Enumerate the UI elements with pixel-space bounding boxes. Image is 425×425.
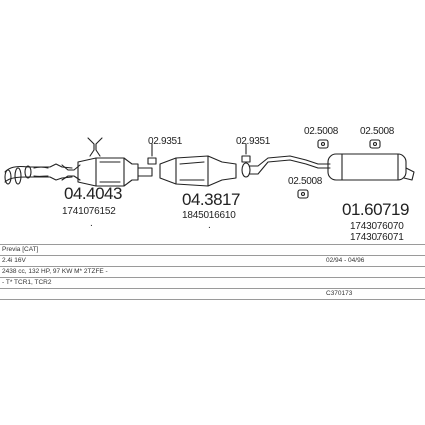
catalyst-2-drawing xyxy=(159,155,237,187)
vehicle-model: Previa [CAT] xyxy=(2,246,39,253)
part-2-oem: 1845016610 xyxy=(182,210,236,221)
part-ref-02-5008-b: 02.5008 xyxy=(360,126,395,137)
part-ref-02-5008-c: 02.5008 xyxy=(288,176,323,187)
part-3-oem-2: 1743076071 xyxy=(350,232,404,243)
table-rule xyxy=(0,277,425,278)
hanger-1-drawing xyxy=(147,143,157,165)
part-1-marker: . xyxy=(90,218,93,229)
part-1-oem: 1741076152 xyxy=(62,206,116,217)
rubber-hanger-b-drawing xyxy=(369,139,381,149)
rubber-hanger-a-drawing xyxy=(317,139,329,149)
part-1-number: 04.4043 xyxy=(64,184,122,203)
part-3-number: 01.60719 xyxy=(342,200,409,219)
part-2-number: 04.3817 xyxy=(182,190,240,209)
table-rule xyxy=(0,255,425,256)
table-rule xyxy=(0,244,425,245)
vehicle-spec: 2438 cc, 132 HP, 97 KW M* 2TZFE - xyxy=(2,268,108,275)
exhaust-system-diagram: 02.9351 02.9351 02.5008 02.5008 02.5008 … xyxy=(0,120,425,243)
part-ref-02-9351-a: 02.9351 xyxy=(148,136,183,147)
part-3-oem-1: 1743076070 xyxy=(350,221,404,232)
bracket-pair-drawing xyxy=(87,137,103,157)
rear-pipe-drawing xyxy=(241,155,331,178)
table-rule xyxy=(0,288,425,289)
hanger-2-drawing xyxy=(241,143,251,163)
front-pipe-drawing xyxy=(4,163,81,185)
table-rule xyxy=(0,266,425,267)
vehicle-engine: 2.4i 16V xyxy=(2,257,26,264)
part-3-marker: . xyxy=(376,232,379,243)
exhaust-parts-drawing xyxy=(4,137,415,199)
part-2-marker: . xyxy=(208,220,211,231)
part-ref-02-9351-b: 02.9351 xyxy=(236,136,271,147)
table-rule xyxy=(0,299,425,300)
vehicle-types: - T* TCR1, TCR2 xyxy=(2,279,52,286)
vehicle-period: 02/94 - 04/96 xyxy=(326,257,365,264)
vehicle-code: C370173 xyxy=(326,290,353,297)
part-ref-02-5008-a: 02.5008 xyxy=(304,126,339,137)
rubber-hanger-c-drawing xyxy=(297,189,309,199)
catalyst-1-drawing xyxy=(77,157,153,187)
rear-silencer-drawing xyxy=(327,153,415,181)
